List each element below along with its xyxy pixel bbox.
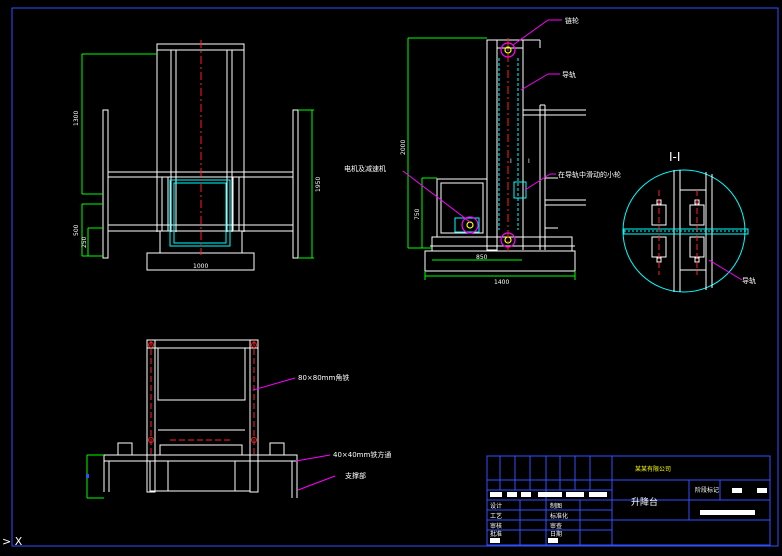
- title-block-standard: 标准化: [550, 512, 568, 520]
- label-sprocket: 链轮: [565, 16, 579, 25]
- label-support: 支撑部: [345, 471, 366, 480]
- side-view: [424, 39, 586, 272]
- label-motor-reducer: 电机及减速机: [344, 164, 386, 173]
- top-view-centerlines: [148, 340, 257, 455]
- dim-1950: 1950: [315, 177, 322, 192]
- title-block-product-name: 升降台: [631, 496, 658, 508]
- section-title: I-I: [669, 150, 680, 164]
- title-block-review: 审查: [550, 522, 562, 530]
- side-view-cyan-parts: [454, 58, 527, 233]
- drawing-border: [11, 7, 779, 547]
- dim-1000: 1000: [193, 263, 208, 270]
- section-mark-left: I: [510, 158, 512, 165]
- dim-250: 250: [81, 236, 88, 248]
- sprocket-hubs: [466, 46, 512, 244]
- title-block-date: 日期: [550, 530, 562, 538]
- dim-850: 850: [476, 254, 488, 261]
- dim-1300: 1300: [73, 111, 80, 126]
- title-block-white-cells: [490, 488, 767, 543]
- label-small-wheel: 在导轨中滑动的小轮: [558, 170, 621, 179]
- front-view: [102, 43, 299, 271]
- side-view-sprockets: [461, 42, 516, 248]
- title-block-stage: 阶段标记: [695, 486, 719, 494]
- section-mark-right: I: [528, 158, 530, 165]
- dim-2000: 2000: [400, 140, 407, 155]
- label-section-guide-rail: 导轨: [742, 276, 756, 285]
- title-block-check: 审核: [490, 522, 502, 530]
- title-block-company: 某某有限公司: [635, 465, 671, 473]
- top-view-dimensions: [86, 454, 104, 499]
- label-square-tube: 40×40mm铁方通: [333, 450, 391, 459]
- dim-750: 750: [414, 208, 421, 220]
- section-detail: [622, 169, 749, 293]
- front-view-cyan-cage: [169, 179, 231, 247]
- title-block-process: 工艺: [490, 512, 502, 520]
- title-block: [486, 455, 771, 546]
- side-view-dimensions: [407, 37, 576, 280]
- dim-1400: 1400: [494, 279, 509, 286]
- title-block-approve: 批准: [490, 530, 502, 538]
- top-view-leaders: [252, 377, 336, 491]
- title-block-drawing: 制图: [550, 502, 562, 510]
- front-view-dimensions: [81, 53, 314, 259]
- title-block-design: 设计: [490, 502, 502, 510]
- dim-500: 500: [73, 224, 80, 236]
- command-cursor[interactable]: > X: [2, 535, 23, 548]
- label-angle-iron: 80×80mm角铁: [298, 373, 349, 382]
- top-view: [103, 339, 298, 498]
- side-view-leaders: [402, 19, 562, 223]
- top-view-small-marker: [86, 474, 89, 478]
- label-guide-rail: 导轨: [562, 70, 576, 79]
